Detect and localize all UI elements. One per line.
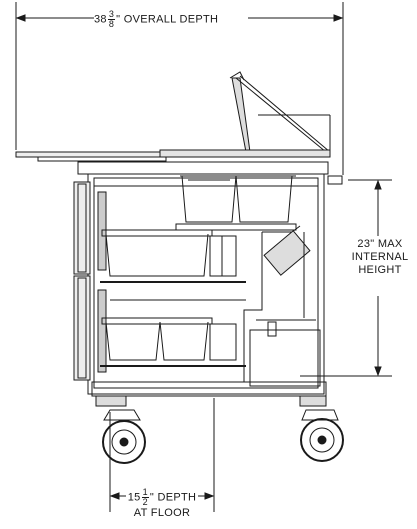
internal-height-label: 23" MAX INTERNAL HEIGHT (350, 238, 410, 277)
base-and-casters (91, 381, 344, 464)
work-surface (15, 149, 343, 185)
overall-depth-whole: 38 (94, 13, 107, 26)
floor-depth-denominator: 2 (142, 497, 148, 507)
refrigeration-compartment (243, 225, 321, 387)
internal-height-dimension (300, 179, 392, 377)
internal-height-line3: HEIGHT (358, 264, 402, 276)
overall-depth-denominator: 8 (108, 19, 115, 29)
internal-height-line2: INTERNAL (351, 251, 409, 263)
upper-shelf-pans (100, 229, 246, 283)
floor-depth-numerator: 1 (141, 487, 149, 498)
floor-depth-whole: 15 (127, 491, 141, 504)
cabinet-body (87, 173, 325, 395)
floor-depth-text: " DEPTH (149, 491, 197, 504)
overall-depth-numerator: 3 (107, 9, 116, 20)
lower-shelf-pans (100, 299, 246, 367)
top-rail-pans (175, 175, 297, 231)
floor-depth-dimension (109, 398, 215, 512)
overall-depth-dimension (15, 2, 344, 175)
overall-depth-text: " OVERALL DEPTH (116, 13, 219, 26)
floor-depth-line2: AT FLOOR (133, 507, 191, 519)
hinged-lid (229, 71, 331, 153)
internal-height-line1: 23" MAX (357, 238, 403, 250)
